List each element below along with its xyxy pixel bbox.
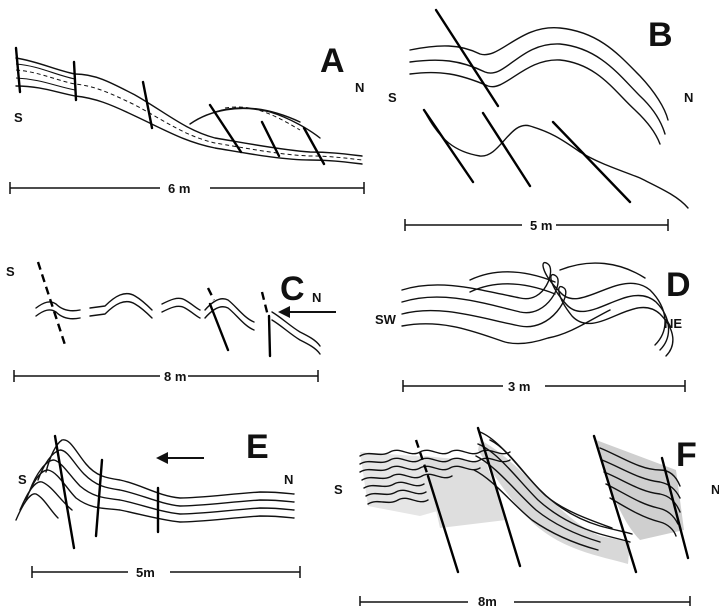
panel-d: D SW NE 3 m: [375, 263, 691, 394]
panel-c: C S N 8 m: [6, 262, 336, 384]
panel-d-scale-bar: 3 m: [403, 379, 685, 394]
panel-c-beds: [36, 294, 320, 354]
panel-e-left-direction: S: [18, 472, 27, 487]
panel-b-left-direction: S: [388, 90, 397, 105]
panel-a-letter: A: [320, 42, 345, 80]
panel-d-letter: D: [666, 266, 691, 304]
panel-c-scale-label: 8 m: [164, 369, 186, 384]
panel-f: F S N 8m: [334, 428, 719, 608]
panel-f-scale-bar: 8m: [360, 594, 690, 608]
panel-a-scale-label: 6 m: [168, 181, 190, 196]
panel-e-arrow: [156, 452, 204, 464]
panel-a-scale-bar: 6 m: [10, 181, 364, 196]
panel-d-scale-label: 3 m: [508, 379, 530, 394]
panel-f-scale-label: 8m: [478, 594, 497, 608]
panel-f-stipple: [360, 440, 684, 564]
panel-a-beds: [16, 58, 362, 164]
panel-d-folds: [402, 263, 673, 356]
panel-e: E S N 5m: [16, 428, 300, 580]
panel-b-beds: [410, 28, 688, 208]
panel-f-right-direction: N: [711, 482, 719, 497]
panel-a-right-direction: N: [355, 80, 364, 95]
panel-c-scale-bar: 8 m: [14, 369, 318, 384]
panel-d-left-direction: SW: [375, 312, 397, 327]
panel-e-right-direction: N: [284, 472, 293, 487]
panel-c-letter: C: [280, 270, 305, 308]
panel-b-letter: B: [648, 16, 673, 54]
panel-c-faults: [38, 262, 270, 356]
panel-b: B S N 5 m: [388, 10, 693, 233]
panel-a-left-direction: S: [14, 110, 23, 125]
panel-f-left-direction: S: [334, 482, 343, 497]
panel-d-right-direction: NE: [664, 316, 682, 331]
panel-b-scale-label: 5 m: [530, 218, 552, 233]
panel-e-scale-bar: 5m: [32, 565, 300, 580]
panel-b-right-direction: N: [684, 90, 693, 105]
panel-f-letter: F: [676, 436, 697, 474]
panel-b-scale-bar: 5 m: [405, 218, 668, 233]
panel-c-right-direction: N: [312, 290, 321, 305]
panel-a: A S N 6 m: [10, 42, 364, 196]
panel-a-faults: [16, 48, 324, 164]
panel-b-faults: [424, 10, 630, 202]
panel-c-left-direction: S: [6, 264, 15, 279]
panel-e-letter: E: [246, 428, 269, 466]
panel-e-scale-label: 5m: [136, 565, 155, 580]
